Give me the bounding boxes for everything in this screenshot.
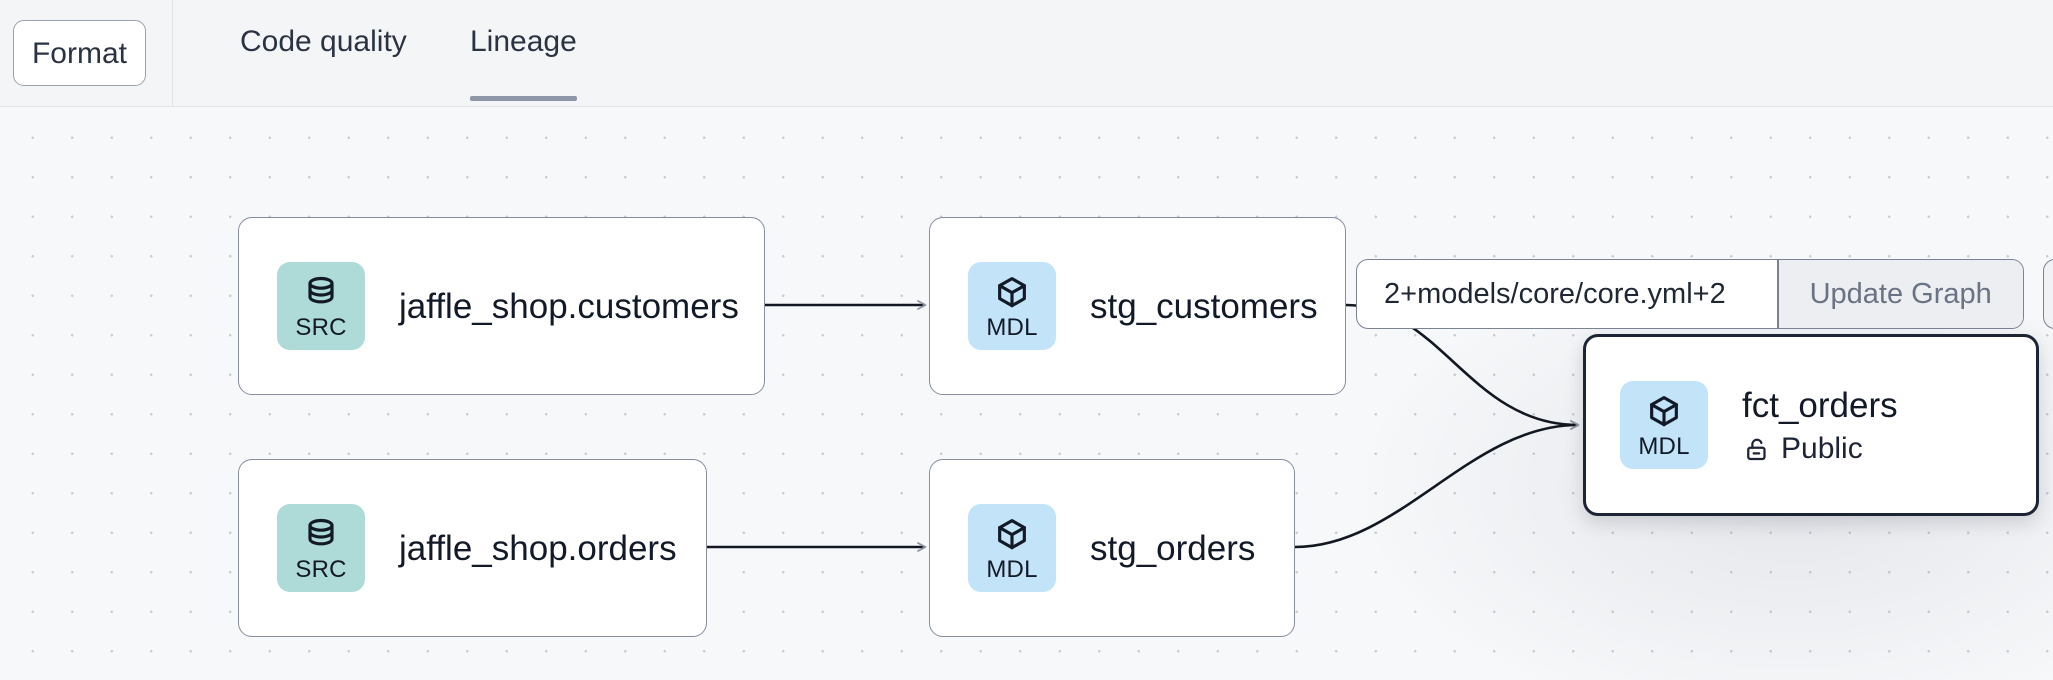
graph-side-control[interactable] xyxy=(2043,259,2053,329)
node-title: jaffle_shop.orders xyxy=(399,528,677,568)
node-visibility: Public xyxy=(1742,432,1898,466)
src-badge: SRC xyxy=(277,262,365,350)
node-text: stg_orders xyxy=(1090,527,1255,570)
node-text: jaffle_shop.orders xyxy=(399,527,677,570)
node-title: fct_orders xyxy=(1742,386,1898,425)
tab-code-quality-label: Code quality xyxy=(240,25,407,58)
node-text: fct_orders Public xyxy=(1742,384,1898,466)
lineage-node-src-orders[interactable]: SRC jaffle_shop.orders xyxy=(238,459,707,637)
src-badge-label: SRC xyxy=(295,555,347,583)
cube-icon xyxy=(998,518,1026,549)
cube-icon xyxy=(1650,395,1678,426)
src-badge-label: SRC xyxy=(295,313,347,341)
node-text: stg_customers xyxy=(1090,285,1318,328)
src-badge: SRC xyxy=(277,504,365,592)
update-graph-button[interactable]: Update Graph xyxy=(1778,260,2023,328)
mdl-badge: MDL xyxy=(968,262,1056,350)
tab-lineage-label: Lineage xyxy=(470,25,577,58)
node-title: stg_customers xyxy=(1090,286,1318,326)
format-button[interactable]: Format xyxy=(13,20,146,86)
node-title: jaffle_shop.customers xyxy=(399,286,739,326)
lineage-node-src-customers[interactable]: SRC jaffle_shop.customers xyxy=(238,217,765,395)
lineage-node-stg-customers[interactable]: MDL stg_customers xyxy=(929,217,1346,395)
node-visibility-label: Public xyxy=(1781,432,1863,465)
database-icon xyxy=(308,276,334,303)
lineage-node-stg-orders[interactable]: MDL stg_orders xyxy=(929,459,1295,637)
tab-lineage[interactable]: Lineage xyxy=(470,0,577,107)
mdl-badge-label: MDL xyxy=(1638,432,1690,460)
editor-toolbar: Format Code quality Lineage xyxy=(0,0,2053,107)
graph-selector-input[interactable] xyxy=(1357,260,1777,328)
lineage-canvas[interactable]: SRC jaffle_shop.customers SRC jaffle_sho… xyxy=(0,107,2053,680)
unlock-icon xyxy=(1747,438,1766,461)
graph-control-separator xyxy=(1777,260,1779,328)
database-icon xyxy=(308,518,334,545)
toolbar-divider xyxy=(172,0,173,107)
mdl-badge: MDL xyxy=(968,504,1056,592)
node-title: stg_orders xyxy=(1090,528,1256,568)
mdl-badge-label: MDL xyxy=(986,313,1038,341)
tab-active-indicator xyxy=(470,96,577,101)
tab-code-quality[interactable]: Code quality xyxy=(240,0,407,107)
mdl-badge: MDL xyxy=(1620,381,1708,469)
graph-selector-control: Update Graph xyxy=(1356,259,2024,329)
lineage-node-fct-orders[interactable]: MDL fct_orders Public xyxy=(1583,334,2039,516)
cube-icon xyxy=(998,276,1026,307)
edge-stg-orders-to-fct-orders xyxy=(1294,420,1580,549)
mdl-badge-label: MDL xyxy=(986,555,1038,583)
node-text: jaffle_shop.customers xyxy=(399,285,739,328)
